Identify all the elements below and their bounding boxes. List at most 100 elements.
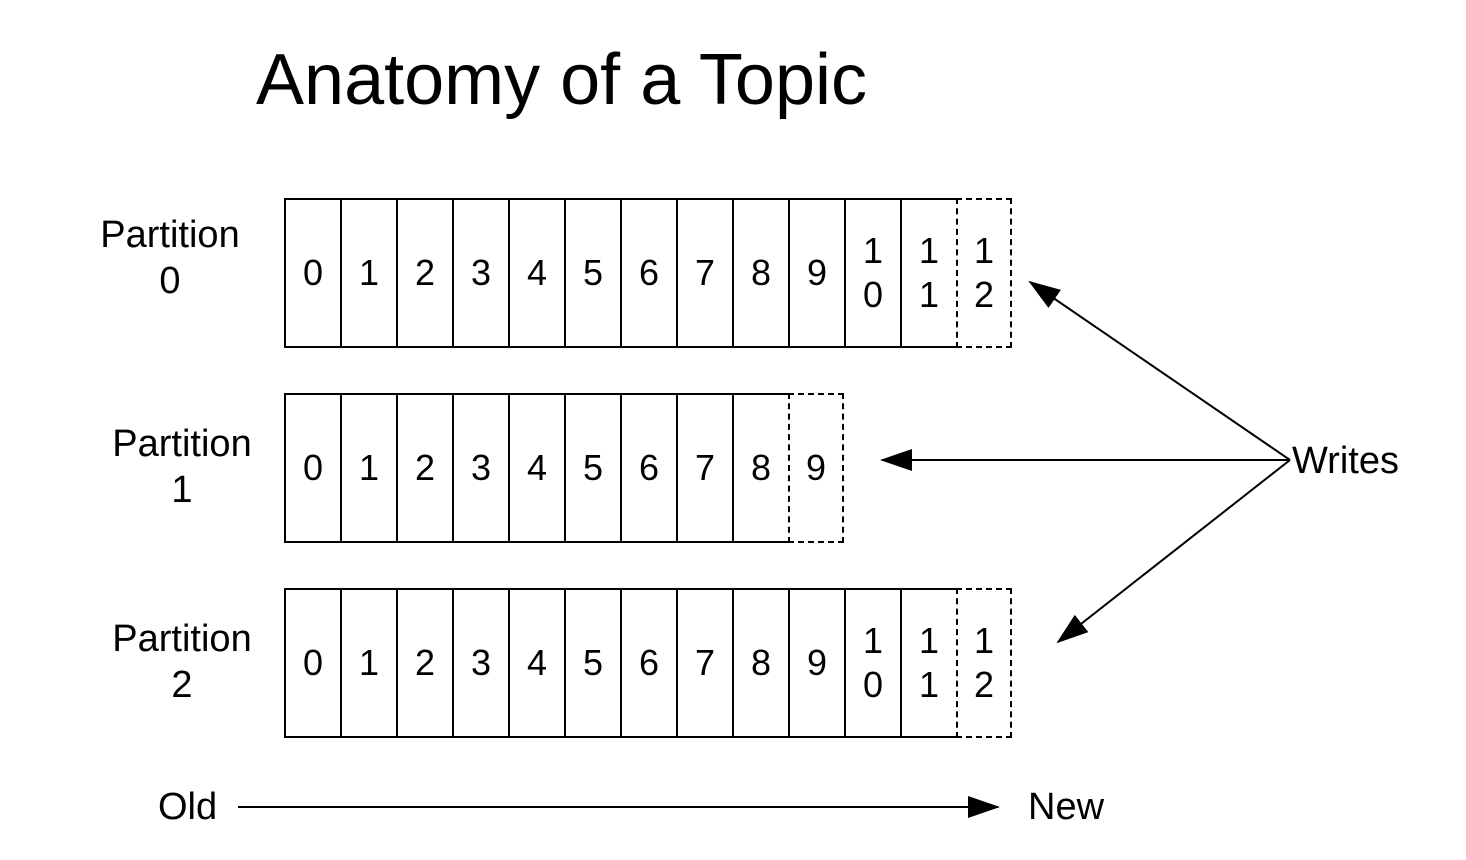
partition-2-offset-cell: 2 (396, 588, 452, 738)
offset-value: 7 (694, 252, 716, 293)
partition-0-offset-cell: 7 (676, 198, 732, 348)
offset-digit: 1 (918, 664, 940, 705)
partition-2-label-line2: 2 (171, 664, 193, 706)
offset-value: 7 (694, 642, 716, 683)
partition-0-offset-cell: 9 (788, 198, 844, 348)
partition-1-offset-cell: 7 (676, 393, 732, 543)
partition-1-label-line1: Partition (112, 423, 252, 465)
partition-1-offset-cell: 0 (284, 393, 340, 543)
diagram-title: Anatomy of a Topic (256, 40, 868, 120)
offset-value: 4 (526, 642, 548, 683)
offset-value: 9 (806, 252, 828, 293)
partition-2-offset-cell: 6 (620, 588, 676, 738)
partition-2-offset-cell: 0 (284, 588, 340, 738)
partition-2-offset-cell: 1 (340, 588, 396, 738)
offset-digit: 1 (973, 230, 995, 271)
offset-digit: 2 (973, 274, 995, 315)
offset-digit: 0 (862, 274, 884, 315)
offset-value: 2 (414, 642, 436, 683)
offset-value: 1 (358, 447, 380, 488)
partition-2-label: Partition 2 (82, 616, 282, 708)
partition-0-offset-cell: 0 (284, 198, 340, 348)
partition-0-offset-cell: 6 (620, 198, 676, 348)
partition-1-offset-cell: 1 (340, 393, 396, 543)
offset-value: 9 (805, 447, 827, 488)
offset-value: 0 (302, 252, 324, 293)
offset-value: 6 (638, 447, 660, 488)
partition-0-offset-cell: 2 (396, 198, 452, 348)
offset-value: 2 (414, 447, 436, 488)
partition-2-offset-cell: 7 (676, 588, 732, 738)
partition-0-label-line1: Partition (100, 214, 240, 256)
partition-0-offset-cell: 5 (564, 198, 620, 348)
offset-digit: 0 (862, 664, 884, 705)
partition-2-offset-cell: 5 (564, 588, 620, 738)
offset-value: 8 (750, 642, 772, 683)
new-label: New (1028, 786, 1105, 828)
offset-value: 4 (526, 447, 548, 488)
offset-value: 8 (750, 447, 772, 488)
partition-2-label-line1: Partition (112, 618, 252, 660)
partition-2-offset-cell: 4 (508, 588, 564, 738)
partition-2-offset-cell: 3 (452, 588, 508, 738)
partition-1-offset-cell: 4 (508, 393, 564, 543)
partition-1-offset-cell: 6 (620, 393, 676, 543)
offset-value: 7 (694, 447, 716, 488)
offset-value: 3 (470, 642, 492, 683)
partition-1-label: Partition 1 (82, 421, 282, 513)
offset-value: 5 (582, 252, 604, 293)
partition-1-offset-cell: 5 (564, 393, 620, 543)
partition-0-offset-cell: 1 (340, 198, 396, 348)
partition-1-label-line2: 1 (171, 469, 193, 511)
offset-digit: 1 (973, 620, 995, 661)
offset-value: 2 (414, 252, 436, 293)
partition-0-offset-cell: 8 (732, 198, 788, 348)
old-label: Old (158, 786, 218, 828)
offset-digit: 1 (918, 230, 940, 271)
partition-2-offset-cell: 8 (732, 588, 788, 738)
offset-value: 9 (806, 642, 828, 683)
partition-1-offset-cell: 8 (732, 393, 788, 543)
offset-digit: 1 (918, 620, 940, 661)
offset-digit: 1 (918, 274, 940, 315)
write-arrow-partition-0 (1028, 280, 1291, 461)
partition-1-next-offset-cell: 9 (788, 393, 844, 543)
offset-value: 4 (526, 252, 548, 293)
offset-value: 5 (582, 642, 604, 683)
offset-value: 3 (470, 252, 492, 293)
offset-value: 3 (470, 447, 492, 488)
offset-value: 0 (302, 447, 324, 488)
offset-value: 6 (638, 642, 660, 683)
partition-0-offset-cell: 3 (452, 198, 508, 348)
offset-value: 6 (638, 252, 660, 293)
offset-digit: 1 (862, 230, 884, 271)
offset-value: 1 (358, 252, 380, 293)
partition-1-offset-cell: 2 (396, 393, 452, 543)
offset-value: 5 (582, 447, 604, 488)
partition-0-label-line2: 0 (159, 260, 181, 302)
offset-value: 0 (302, 642, 324, 683)
write-arrow-partition-2 (1056, 459, 1291, 644)
writes-label: Writes (1292, 440, 1399, 482)
partition-0-label: Partition 0 (70, 212, 270, 304)
offset-digit: 2 (973, 664, 995, 705)
partition-0-offset-cell: 4 (508, 198, 564, 348)
offset-value: 1 (358, 642, 380, 683)
